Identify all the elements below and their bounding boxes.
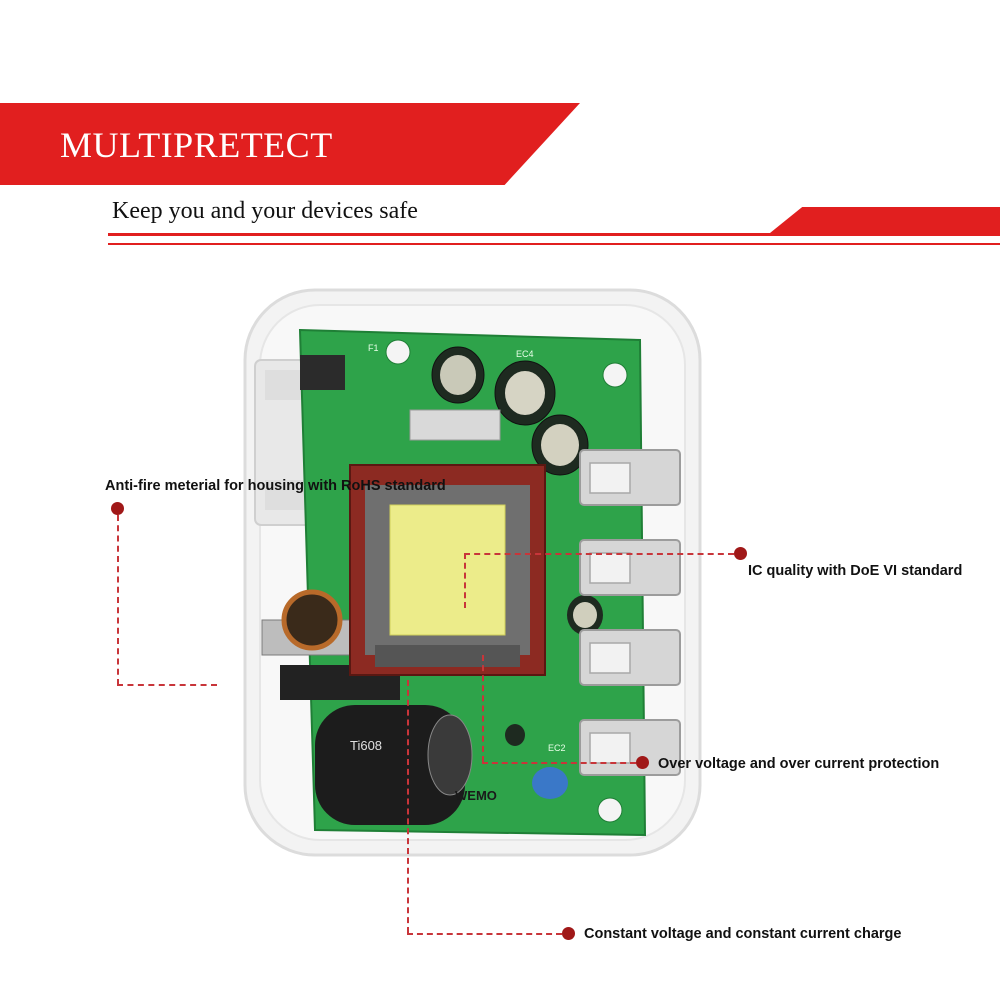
charger-pcb-illustration: F1 EC4 EC2 Ti608 WEMO <box>243 288 702 857</box>
ec-label: EC4 <box>516 349 534 359</box>
transformer <box>349 464 546 676</box>
bulk-capacitor: Ti608 <box>315 705 473 825</box>
callout-housing-leader-v <box>117 515 119 685</box>
callout-charge-text: Constant voltage and constant current ch… <box>584 926 902 942</box>
callout-protection-dot <box>636 756 649 769</box>
page-subtitle: Keep you and your devices safe <box>112 198 418 224</box>
heat-sink <box>409 409 501 441</box>
cap-text: Ti608 <box>350 738 382 753</box>
callout-housing-leader-h <box>117 684 217 686</box>
callout-charge-dot <box>562 927 575 940</box>
subtitle-accent-wedge <box>770 207 1000 233</box>
callout-ic-text: IC quality with DoE VI standard <box>748 563 963 579</box>
callout-protection-leader-h <box>482 762 636 764</box>
common-mode-choke <box>261 589 363 656</box>
callout-ic-dot <box>734 547 747 560</box>
subtitle-underline <box>108 233 1000 236</box>
f1-label: F1 <box>368 343 379 353</box>
callout-charge-leader-v <box>407 680 409 933</box>
title-banner <box>0 103 580 185</box>
ec2-label: EC2 <box>548 743 566 753</box>
callout-ic-leader-v <box>464 553 466 608</box>
callout-protection-text: Over voltage and over current protection <box>658 756 940 772</box>
page-title: MULTIPRETECT <box>60 125 333 165</box>
fuse <box>300 355 345 390</box>
callout-housing-text: Anti-fire meterial for housing with RoHS… <box>105 478 446 494</box>
callout-ic-leader-h <box>464 553 734 555</box>
subtitle-underline-thin <box>108 243 1000 245</box>
callout-housing-dot <box>111 502 124 515</box>
brand-print: WEMO <box>455 788 497 803</box>
callout-protection-leader-v <box>482 655 484 762</box>
callout-charge-leader-h <box>407 933 562 935</box>
electrolytic-capacitors-top <box>431 346 589 476</box>
y-capacitor <box>532 767 568 799</box>
